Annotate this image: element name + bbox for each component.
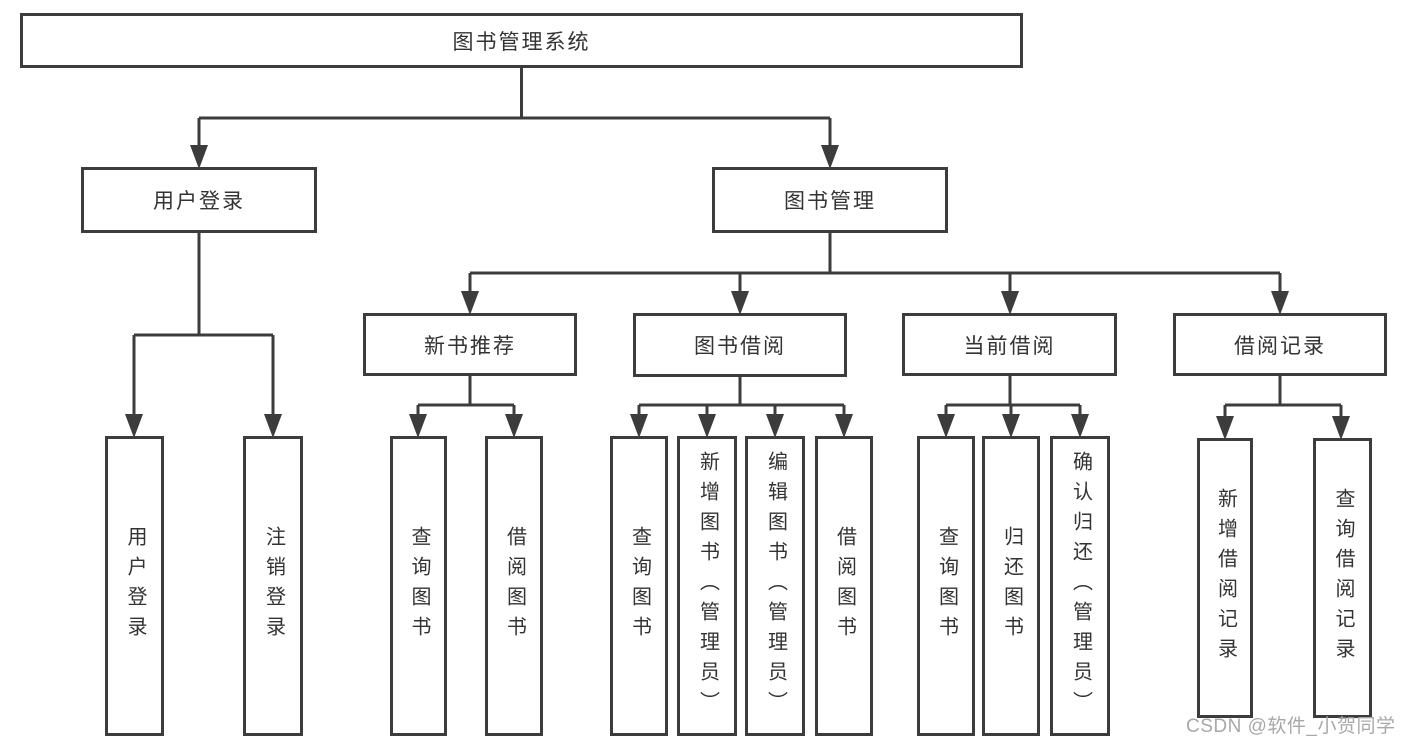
tree-edges [132,68,1343,424]
node-current-borrowing: 当前借阅 [902,313,1117,376]
node-leaf-query-borrow-record: 查询借阅记录 [1313,438,1372,718]
csdn-watermark: CSDN @软件_小贺同学 [1186,716,1396,737]
node-leaf-query-books-borrowing: 查询图书 [610,436,668,736]
node-book-management-label: 图书管理 [784,190,876,213]
node-book-management: 图书管理 [712,167,948,233]
node-borrowing-records: 借阅记录 [1173,313,1387,376]
node-leaf-borrow-books-recommend: 借阅图书 [485,436,543,736]
node-leaf-query-books-recommend: 查询图书 [390,436,447,736]
node-leaf-add-book-admin: 新增图书（管理员） [677,436,737,736]
node-leaf-confirm-return-admin: 确认归还（管理员） [1050,436,1110,736]
node-leaf-add-borrow-record: 新增借阅记录 [1197,438,1253,718]
node-book-borrowing: 图书借阅 [633,313,847,377]
node-book-borrowing-label: 图书借阅 [694,335,786,358]
node-root: 图书管理系统 [20,13,1023,68]
node-leaf-logout: 注销登录 [243,436,303,736]
arrowheads [125,145,1350,440]
node-leaf-user-login: 用户登录 [105,436,164,736]
node-new-book-recommend: 新书推荐 [363,313,577,376]
node-leaf-return-book: 归还图书 [982,436,1040,736]
node-leaf-query-books-current: 查询图书 [917,436,975,736]
node-current-borrowing-label: 当前借阅 [963,334,1056,358]
node-user-login: 用户登录 [81,167,317,233]
node-user-login-label: 用户登录 [153,190,245,213]
node-new-book-recommend-label: 新书推荐 [424,334,516,358]
node-borrowing-records-label: 借阅记录 [1234,334,1326,358]
node-leaf-borrow-books: 借阅图书 [815,436,873,736]
node-root-label: 图书管理系统 [452,30,591,54]
node-leaf-edit-book-admin: 编辑图书（管理员） [745,436,805,736]
